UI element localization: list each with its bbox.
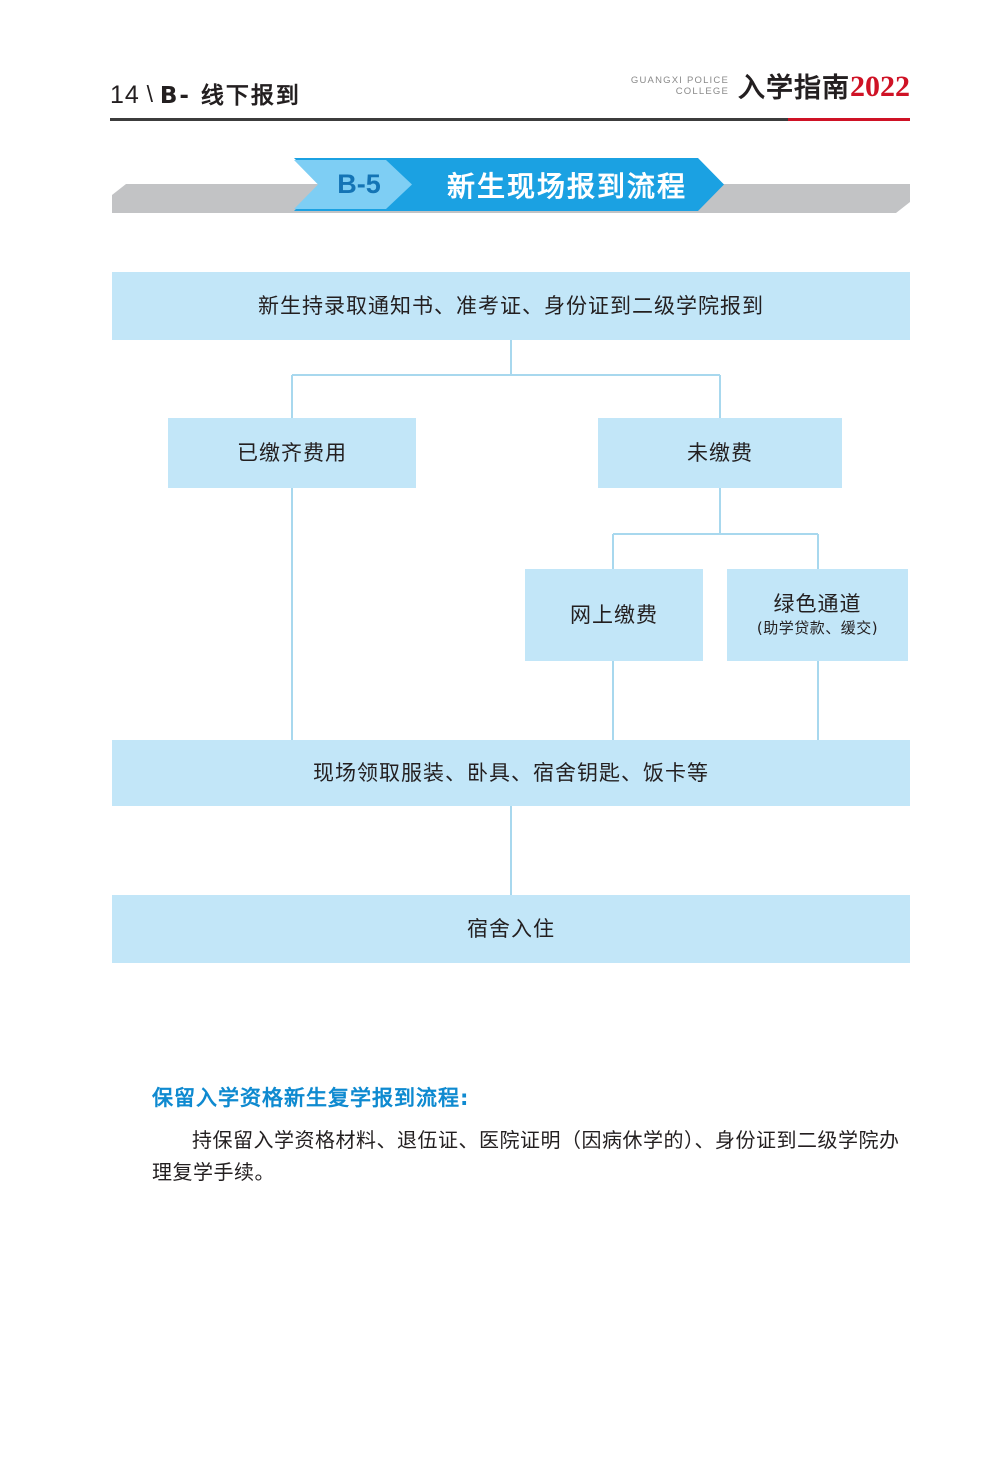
brand-english-line1: GUANGXI POLICE [630, 74, 729, 86]
resume-study-section: 保留入学资格新生复学报到流程: 持保留入学资格材料、退伍证、医院证明（因病休学的… [152, 1082, 912, 1189]
flowchart: 新生持录取通知书、准考证、身份证到二级学院报到 已缴齐费用 未缴费 网上缴费 绿… [112, 272, 910, 963]
flow-node-fees-paid-label: 已缴齐费用 [237, 440, 347, 465]
flow-node-arrive: 新生持录取通知书、准考证、身份证到二级学院报到 [112, 272, 910, 340]
flow-node-dorm-checkin: 宿舍入住 [112, 895, 910, 963]
flow-node-arrive-label: 新生持录取通知书、准考证、身份证到二级学院报到 [258, 293, 764, 318]
page-header: 14 \ B- 线下报到 GUANGXI POLICE COLLEGE 入学指南… [110, 72, 910, 121]
flow-node-fees-paid: 已缴齐费用 [168, 418, 416, 488]
resume-study-heading: 保留入学资格新生复学报到流程: [152, 1086, 470, 1110]
page-number: 14 [110, 81, 140, 109]
header-rule-accent [788, 118, 910, 121]
header-brand-group: GUANGXI POLICE COLLEGE 入学指南 2022 [631, 72, 910, 103]
flow-node-green-channel-label: 绿色通道 [773, 592, 862, 617]
brand-english-line2: COLLEGE [675, 85, 729, 97]
brand-english: GUANGXI POLICE COLLEGE [631, 75, 729, 103]
flowchart-connectors [291, 340, 819, 895]
flow-node-collect-items-label: 现场领取服装、卧具、宿舍钥匙、饭卡等 [313, 760, 709, 785]
flow-node-collect-items: 现场领取服装、卧具、宿舍钥匙、饭卡等 [112, 740, 910, 806]
flow-node-online-payment-label: 网上缴费 [570, 602, 658, 627]
banner-title: 新生现场报到流程 [446, 169, 687, 203]
header-left-group: 14 \ B- 线下报到 [110, 76, 301, 110]
brand-year: 2022 [850, 70, 910, 103]
header-rule [110, 118, 910, 121]
banner-chip-label: B-5 [337, 169, 381, 199]
section-banner: B-5 新生现场报到流程 [112, 158, 910, 218]
flow-node-green-channel: 绿色通道 (助学贷款、缓交) [727, 569, 908, 661]
flow-node-online-payment: 网上缴费 [525, 569, 703, 661]
header-separator: \ [146, 81, 153, 107]
flow-node-green-channel-sublabel: (助学贷款、缓交) [756, 619, 879, 638]
flow-node-dorm-checkin-label: 宿舍入住 [467, 916, 555, 941]
brand-chinese: 入学指南 [738, 73, 850, 104]
banner-blue-group: B-5 新生现场报到流程 [294, 158, 724, 211]
resume-study-paragraph: 持保留入学资格材料、退伍证、医院证明（因病休学的）、身份证到二级学院办理复学手续… [152, 1128, 900, 1185]
flow-node-fees-unpaid: 未缴费 [598, 418, 842, 488]
header-section-label: B- 线下报到 [159, 83, 301, 109]
flow-node-fees-unpaid-label: 未缴费 [687, 440, 753, 465]
